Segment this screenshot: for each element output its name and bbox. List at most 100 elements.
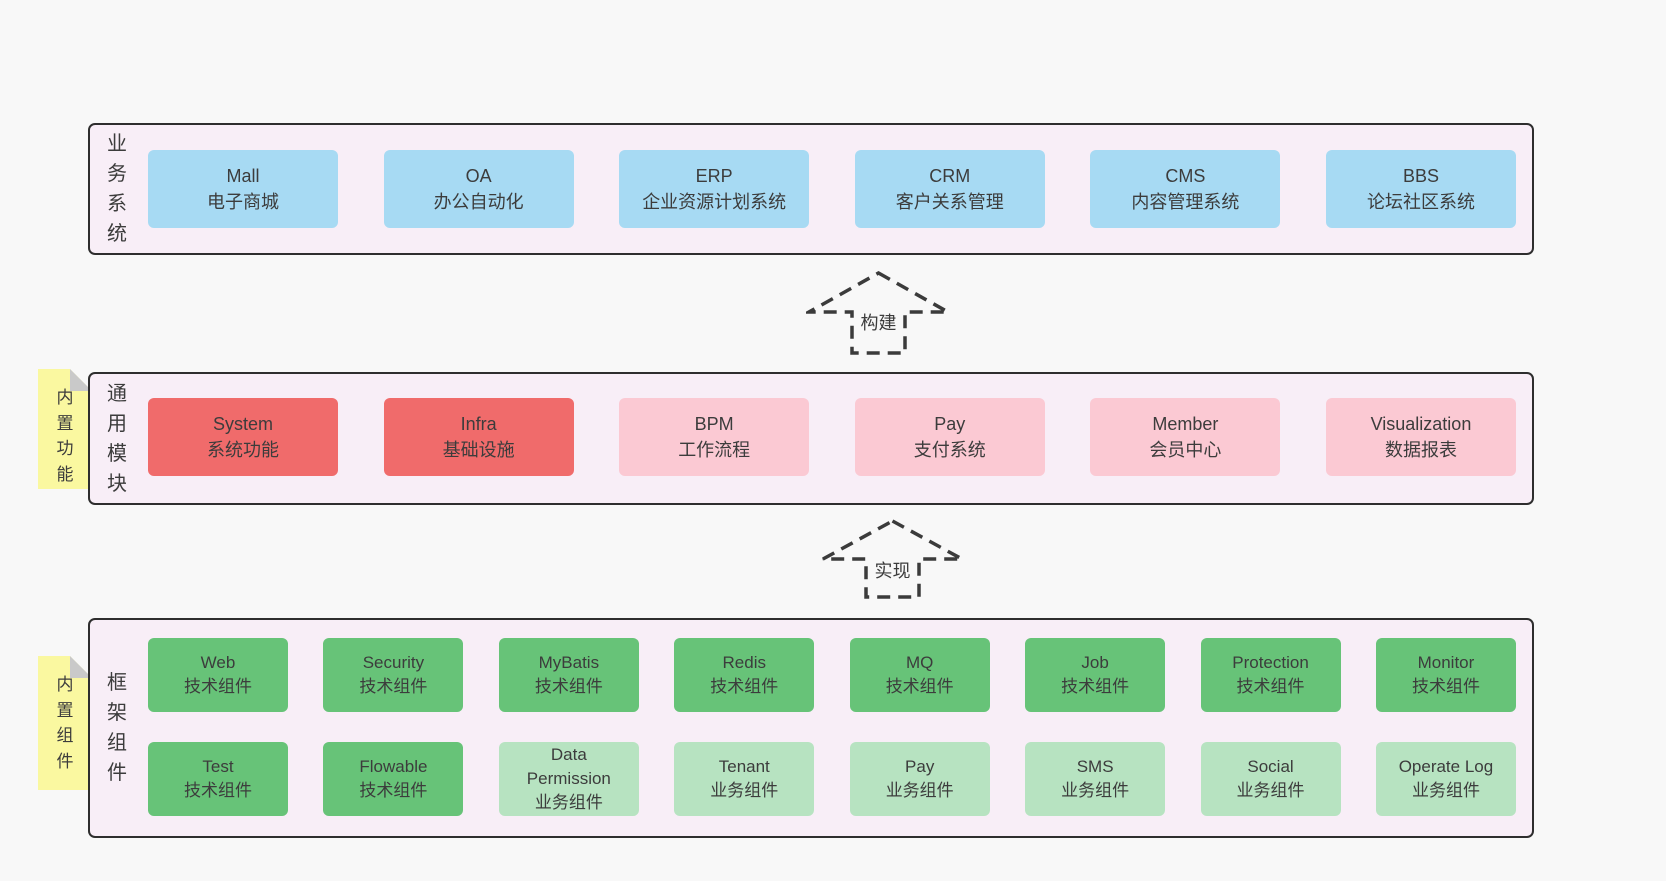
box-subtitle: 数据报表 <box>1384 440 1457 460</box>
box-subtitle: 企业资源计划系统 <box>642 192 787 212</box>
box-pay: Pay 支付系统 <box>854 398 1045 476</box>
box-subtitle: 电子商城 <box>207 192 279 212</box>
box-title: Pay <box>905 757 935 777</box>
box-subtitle: 办公自动化 <box>433 192 524 212</box>
box-subtitle: 业务组件 <box>1061 781 1130 800</box>
box-subtitle: 工作流程 <box>678 440 751 460</box>
box-subtitle: 客户关系管理 <box>895 192 1004 212</box>
sticky-note-label: 内置组件 <box>56 675 74 771</box>
band-label-business-systems: 业务系统 <box>107 133 127 245</box>
box-title: OA <box>465 165 492 186</box>
arrow-implement-label: 实现 <box>871 557 914 583</box>
sticky-note-label: 内置功能 <box>56 388 74 484</box>
box-subtitle: 业务组件 <box>710 781 779 800</box>
band1-row: Mall 电子商城 OA 办公自动化 ERP 企业资源计划系统 CRM 客户关系… <box>148 150 1516 228</box>
arrow-implement: 实现 <box>820 518 965 600</box>
box-title: Web <box>200 653 236 673</box>
box-oa: OA 办公自动化 <box>383 150 574 228</box>
box-bpm: BPM 工作流程 <box>619 398 810 476</box>
box-title: Mall <box>226 165 260 186</box>
box-title: Monitor <box>1417 653 1475 673</box>
box-title: Visualization <box>1370 413 1472 434</box>
box-title: Redis <box>722 653 766 673</box>
box-subtitle: 技术组件 <box>184 781 252 800</box>
box-title: Job <box>1081 653 1109 673</box>
box-flowable: Flowable 技术组件 <box>323 742 464 816</box>
box-bbs: BBS 论坛社区系统 <box>1325 150 1516 228</box>
box-subtitle: 技术组件 <box>184 677 252 696</box>
box-subtitle: 基础设施 <box>442 440 515 460</box>
box-protection: Protection 技术组件 <box>1200 638 1341 712</box>
sticky-note-built-in-components: 内置组件 <box>38 656 92 790</box>
box-operate-log: Operate Log 业务组件 <box>1375 742 1516 816</box>
band-framework-components: 框架组件 Web 技术组件 Security 技术组件 MyBatis 技术组件… <box>88 618 1534 838</box>
band3-row-2: Test 技术组件 Flowable 技术组件 Data Permission … <box>148 742 1516 816</box>
dashed-up-arrow-icon <box>822 519 963 599</box>
arrow-build: 构建 <box>806 270 951 356</box>
box-sms: SMS 业务组件 <box>1025 742 1166 816</box>
box-subtitle: 技术组件 <box>1061 677 1130 696</box>
box-subtitle: 业务组件 <box>1236 781 1305 800</box>
box-subtitle: 技术组件 <box>710 677 779 696</box>
box-mall: Mall 电子商城 <box>148 150 338 228</box>
box-title: MyBatis <box>538 653 600 673</box>
box-tenant: Tenant 业务组件 <box>674 742 815 816</box>
box-title: Test <box>202 757 234 777</box>
band-label-common-modules: 通用模块 <box>107 382 127 495</box>
box-subtitle: 技术组件 <box>359 781 428 800</box>
box-subtitle: 支付系统 <box>913 440 986 460</box>
box-member: Member 会员中心 <box>1090 398 1281 476</box>
box-crm: CRM 客户关系管理 <box>854 150 1045 228</box>
box-pay-biz: Pay 业务组件 <box>849 742 990 816</box>
box-cms: CMS 内容管理系统 <box>1090 150 1281 228</box>
box-title: SMS <box>1076 757 1114 777</box>
box-subtitle: 业务组件 <box>534 792 603 812</box>
box-subtitle: 内容管理系统 <box>1131 192 1240 212</box>
box-subtitle: 业务组件 <box>885 781 954 800</box>
box-security: Security 技术组件 <box>323 638 464 712</box>
box-social: Social 业务组件 <box>1200 742 1341 816</box>
band-label-framework-components: 框架组件 <box>107 672 127 784</box>
box-erp: ERP 企业资源计划系统 <box>619 150 810 228</box>
box-subtitle: 系统功能 <box>207 440 279 460</box>
band-business-systems: 业务系统 Mall 电子商城 OA 办公自动化 ERP 企业资源计划系统 CRM… <box>88 123 1534 255</box>
box-title: Operate Log <box>1398 757 1494 777</box>
box-subtitle: 业务组件 <box>1411 781 1480 800</box>
box-mybatis: MyBatis 技术组件 <box>498 638 639 712</box>
box-subtitle: 技术组件 <box>534 677 603 696</box>
box-monitor: Monitor 技术组件 <box>1375 638 1516 712</box>
box-title: Protection <box>1232 653 1309 673</box>
box-title: Flowable <box>359 757 428 777</box>
box-subtitle: 技术组件 <box>1411 677 1480 696</box>
box-title: BBS <box>1402 165 1439 186</box>
band2-row: System 系统功能 Infra 基础设施 BPM 工作流程 Pay 支付系统… <box>148 398 1516 476</box>
box-title: Social <box>1247 757 1294 777</box>
box-subtitle: 技术组件 <box>359 677 428 696</box>
box-mq: MQ 技术组件 <box>849 638 990 712</box>
box-title: MQ <box>905 653 934 673</box>
box-job: Job 技术组件 <box>1025 638 1166 712</box>
box-title: Infra <box>460 413 497 434</box>
box-web: Web 技术组件 <box>148 638 288 712</box>
box-subtitle: 技术组件 <box>885 677 954 696</box>
box-title: Pay <box>934 413 966 434</box>
box-title: BPM <box>694 413 734 434</box>
box-title: CRM <box>929 165 971 186</box>
box-title: Member <box>1152 413 1219 434</box>
box-infra: Infra 基础设施 <box>383 398 574 476</box>
band-common-modules: 通用模块 System 系统功能 Infra 基础设施 BPM 工作流程 Pay… <box>88 372 1534 505</box>
box-subtitle: 会员中心 <box>1149 440 1222 460</box>
box-test: Test 技术组件 <box>148 742 288 816</box>
sticky-note-built-in-features: 内置功能 <box>38 369 92 489</box>
box-system: System 系统功能 <box>148 398 338 476</box>
box-title: CMS <box>1165 165 1206 186</box>
box-title: ERP <box>695 165 733 186</box>
arrow-build-label: 构建 <box>857 309 900 335</box>
dashed-up-arrow-icon <box>806 270 951 355</box>
box-title: System <box>212 413 273 434</box>
box-title: Security <box>362 653 425 673</box>
box-redis: Redis 技术组件 <box>674 638 815 712</box>
band3-row-1: Web 技术组件 Security 技术组件 MyBatis 技术组件 Redi… <box>148 638 1516 712</box>
box-subtitle: 论坛社区系统 <box>1366 192 1475 212</box>
